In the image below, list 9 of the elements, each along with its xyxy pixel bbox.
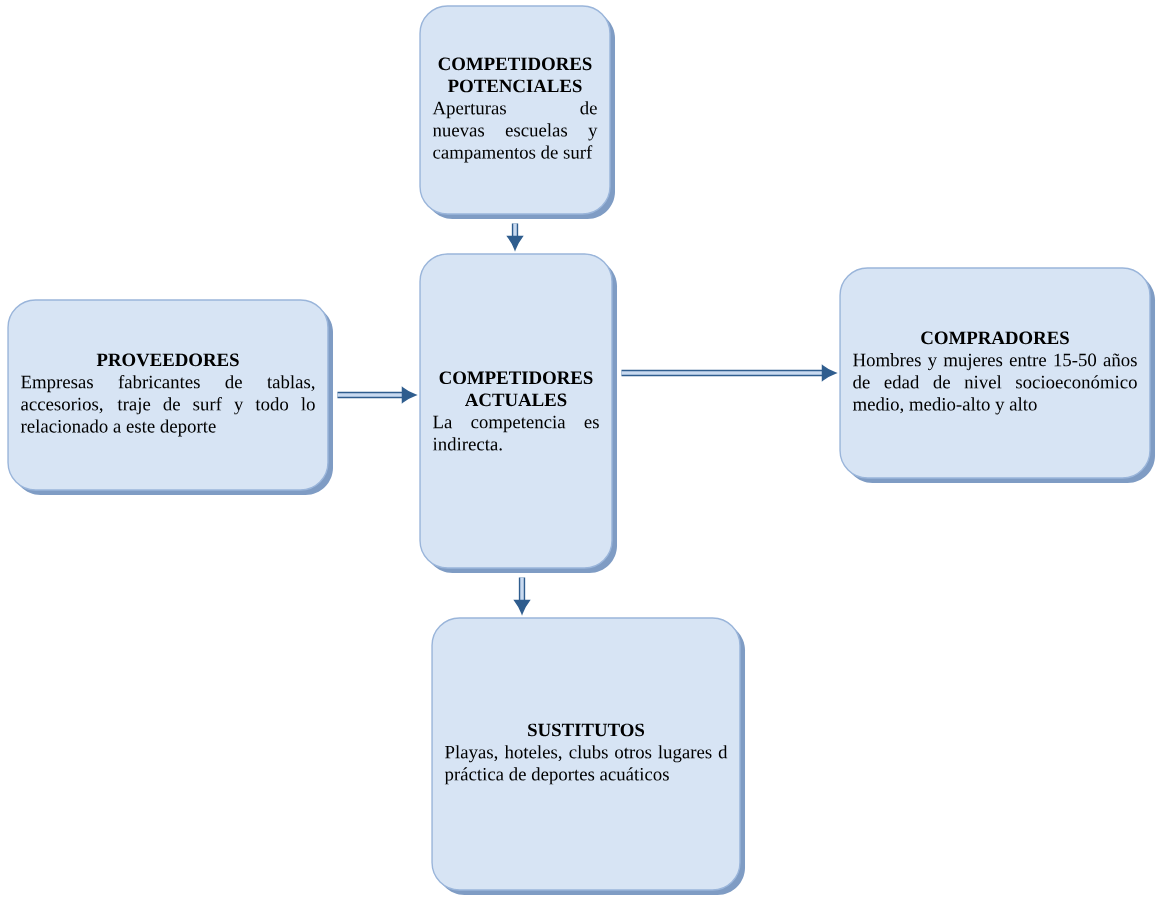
text-box: SUSTITUTOS Playas, hoteles, clubs otros lugares d práctica de deportes acuáticos bbox=[431, 617, 745, 895]
text-box: PROVEEDORES Empresas fabricantes de tablas, accesorios, traje de surf y todo lo relacionado a este deporte bbox=[7, 299, 333, 495]
arrow bbox=[514, 577, 530, 615]
text-box: COMPRADORES Hombres y mujeres entre 15-50 años de edad de nivel socioeconómico medio, medio-alto y alto bbox=[839, 267, 1155, 483]
arrow bbox=[337, 387, 417, 403]
text-box: COMPETIDORES ACTUALES La competencia es indirecta. bbox=[419, 253, 617, 573]
arrow bbox=[507, 223, 523, 251]
arrow bbox=[621, 365, 837, 381]
text-box: COMPETIDORES POTENCIALES Aperturas de nuevas escuelas y campamentos de surf bbox=[419, 5, 615, 219]
